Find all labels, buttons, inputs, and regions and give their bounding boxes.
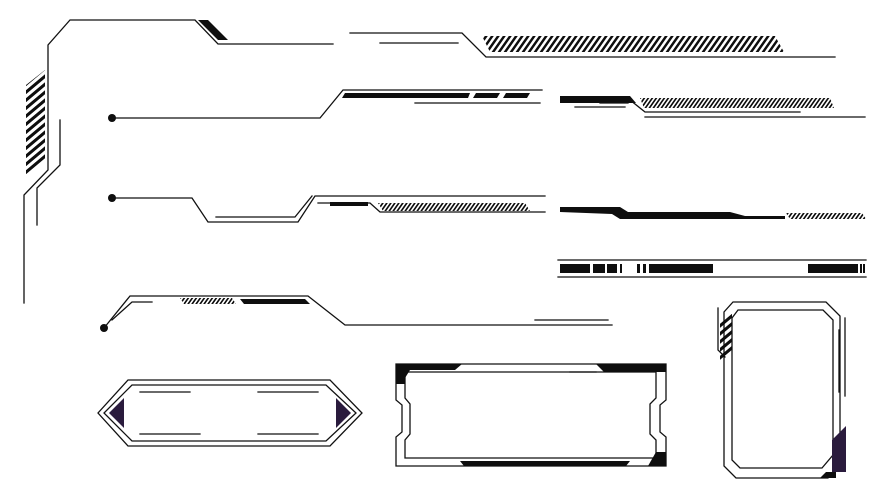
connector-line-with-dot-2 [108,194,546,223]
segmented-barcode-bar [557,259,867,278]
notched-rectangle-frame [395,363,667,467]
octagon-card-frame [717,301,846,479]
connector-line-with-dot-3 [100,295,613,332]
connector-line-with-dot-1 [108,89,543,122]
hatched-divider-right-1 [560,96,866,118]
corner-bracket-top-left [23,19,836,304]
tapered-divider-right-2 [560,207,866,219]
hexagon-frame [97,379,363,447]
